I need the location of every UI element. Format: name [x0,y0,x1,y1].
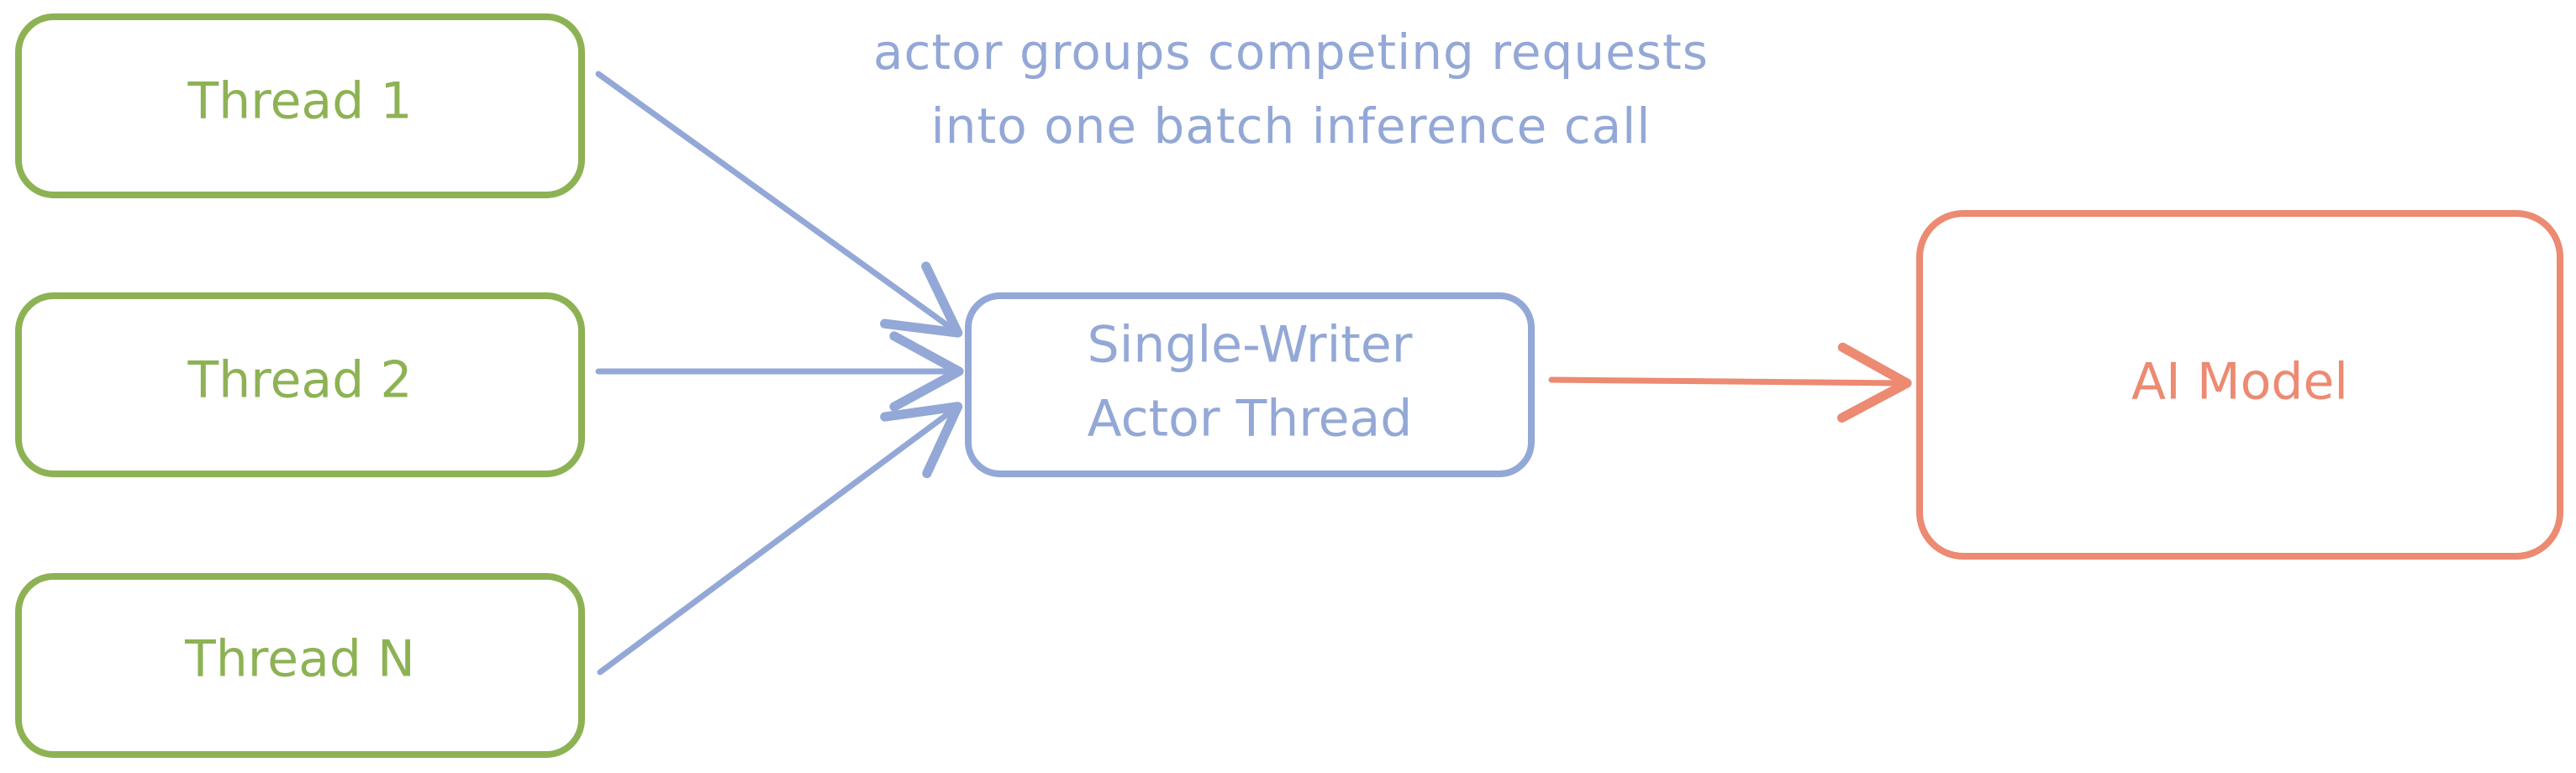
thread-1-node: Thread 1 [15,13,585,198]
thread-2-node: Thread 2 [15,292,585,477]
thread-1-box [15,13,585,198]
annotation-line-1: actor groups competing requests [873,24,1709,81]
arrows [595,71,1912,676]
annotation: actor groups competing requests into one… [873,24,1709,155]
arrow-actor-to-ai-model [1548,342,1912,423]
thread-n-box [15,573,585,758]
actor-label-line-1: Single-Writer [1088,316,1413,375]
arrow-thread-1-to-actor [595,71,963,338]
thread-2-label: Thread 2 [187,351,412,410]
thread-n-label: Thread N [184,630,415,689]
thread-2-box [15,292,585,477]
thread-n-node: Thread N [15,573,585,758]
actor-box [965,292,1535,477]
thread-1-label: Thread 1 [187,72,412,131]
actor-label-line-2: Actor Thread [1088,390,1413,449]
ai-model-label: AI Model [2131,353,2348,412]
actor-node: Single-Writer Actor Thread [965,292,1535,477]
ai-model-node: AI Model [1916,210,2563,560]
ai-model-box [1916,210,2563,560]
arrow-thread-n-to-actor [597,402,963,676]
annotation-line-2: into one batch inference call [931,97,1651,155]
